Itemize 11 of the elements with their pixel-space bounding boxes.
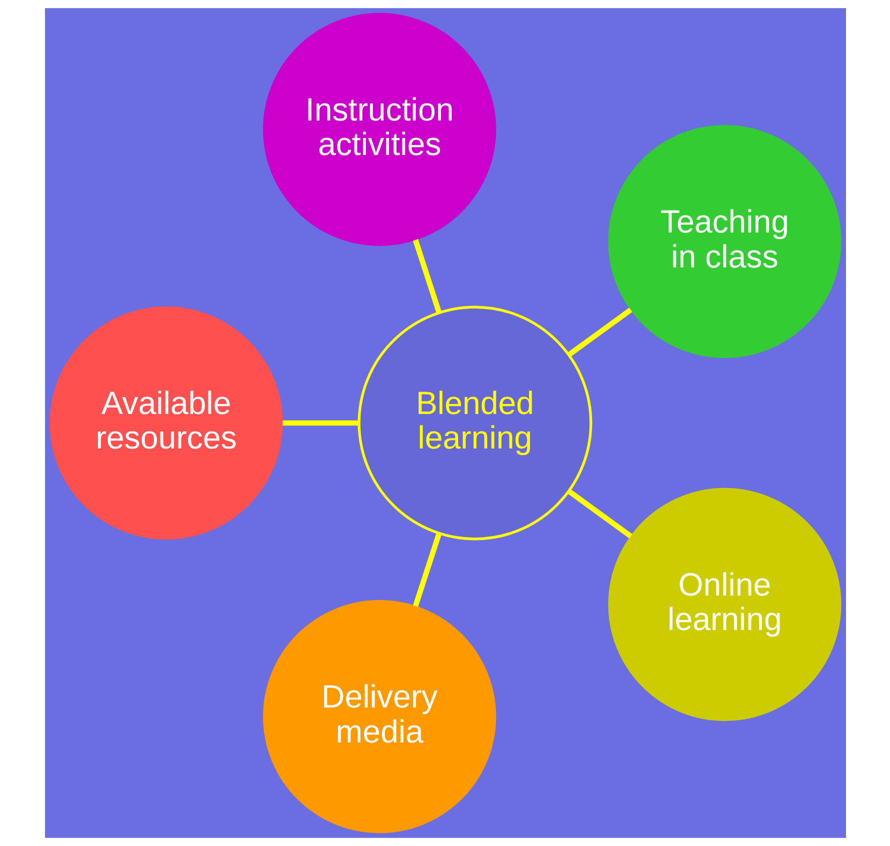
connector <box>566 489 632 538</box>
connector <box>566 308 632 357</box>
node-circle: Blended learning <box>357 306 592 540</box>
connector <box>412 532 442 607</box>
connector <box>282 420 358 426</box>
node-circle: Delivery media <box>262 600 496 834</box>
connector <box>412 239 442 314</box>
node-circle: Instruction activities <box>262 12 496 246</box>
node-circle: Teaching in class <box>608 124 841 358</box>
node-circle: Online learning <box>608 488 841 722</box>
node-circle: Available resources <box>49 306 282 540</box>
